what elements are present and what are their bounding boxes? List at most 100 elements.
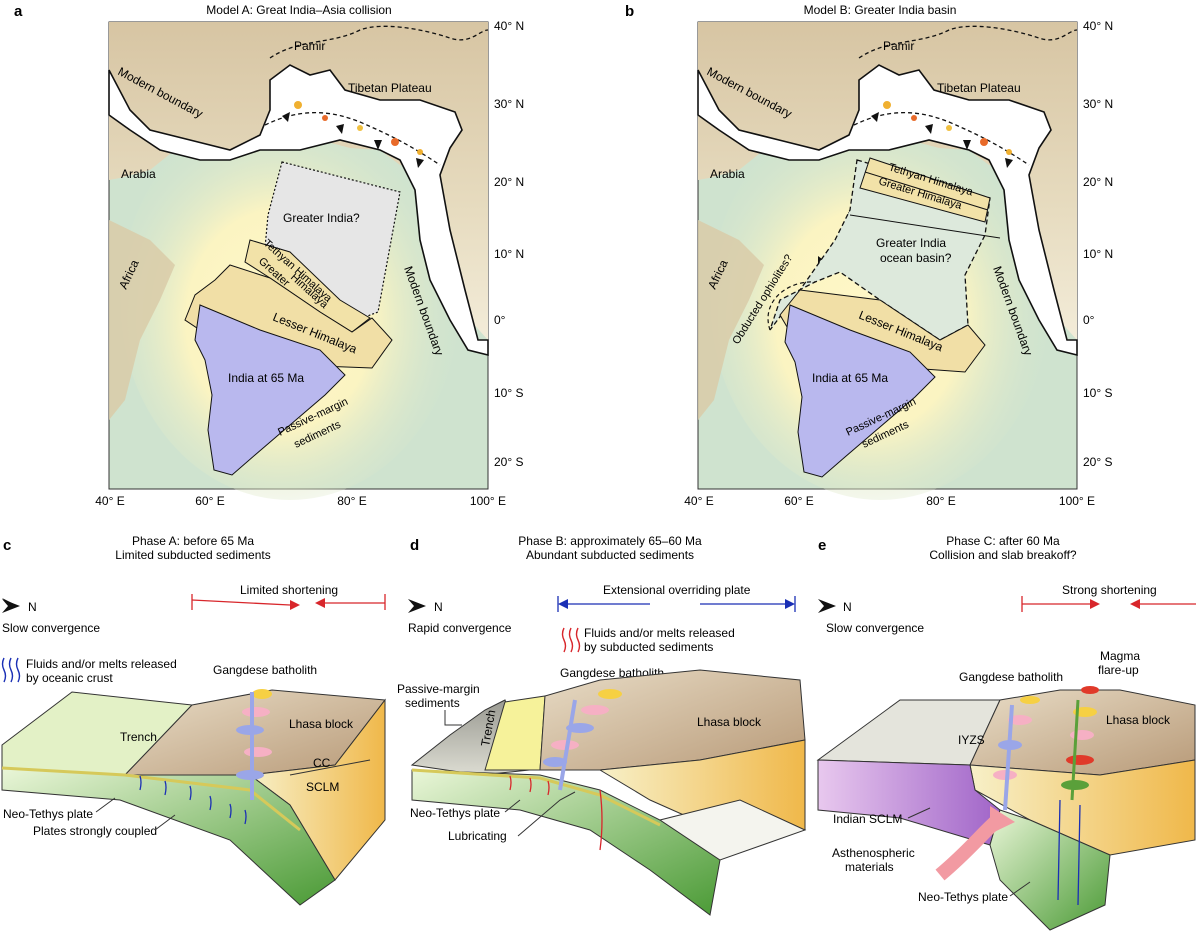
panel-d-mantle-wedge (658, 799, 807, 861)
panel-d-plate: Neo-Tethys plate (410, 806, 500, 820)
panel-e-sclm-leader (907, 807, 931, 819)
svg-text:0°: 0° (1083, 313, 1095, 327)
svg-text:40° N: 40° N (1083, 19, 1113, 33)
panel-d-sediment-layer (411, 768, 661, 827)
map-a-volcano-icons (294, 101, 423, 155)
svg-text:0°: 0° (494, 313, 506, 327)
panel-d-batholith-icon (543, 689, 622, 791)
panel-d-plate-leader (504, 799, 521, 813)
panel-c-fluids-2: by oceanic crust (26, 671, 113, 685)
panel-e-fluid-arrows (1057, 799, 1081, 906)
panel-e-shortening-arrows (1021, 596, 1196, 612)
svg-text:60° E: 60° E (195, 494, 224, 508)
panel-d-convergence: Rapid convergence (408, 621, 512, 635)
map-a-greater-india-label: Greater India? (283, 211, 360, 225)
svg-text:60° E: 60° E (784, 494, 813, 508)
map-a-africa (109, 220, 175, 420)
panel-c-plate: Neo-Tethys plate (3, 807, 93, 821)
panel-c-lhasa: Lhasa block (289, 717, 354, 731)
panel-e-shortening: Strong shortening (1062, 583, 1157, 597)
svg-text:80° E: 80° E (337, 494, 366, 508)
map-a-india-label: India at 65 Ma (228, 371, 304, 385)
panel-d-fluids-1: Fluids and/or melts released (584, 626, 735, 640)
map-a-dashed-north (269, 25, 489, 59)
panel-b-title: Model B: Greater India basin (804, 3, 957, 17)
panel-e-convergence: Slow convergence (826, 621, 924, 635)
svg-text:40° E: 40° E (95, 494, 124, 508)
panel-e-letter: e (818, 537, 826, 554)
map-b-lat-labels: 40° N 30° N 20° N 10° N 0° 10° S 20° S (1083, 19, 1113, 469)
panel-d-lubricating-leader (517, 791, 576, 837)
map-a-lat-labels: 40° N 30° N 20° N 10° N 0° 10° S 20° S (494, 19, 524, 469)
map-b-himalaya-block (859, 157, 991, 223)
panel-c-coupled: Plates strongly coupled (33, 824, 157, 838)
panel-e-asthenosphere-arrowhead (990, 806, 1015, 834)
svg-text:40° N: 40° N (494, 19, 524, 33)
map-a-india (194, 304, 346, 476)
svg-text:80° E: 80° E (926, 494, 955, 508)
map-b-africa (698, 220, 764, 420)
map-b-himalaya-divider (864, 171, 989, 211)
panel-d-fluids-icon (561, 627, 581, 653)
panel-c-cc: CC (313, 756, 331, 770)
panel-d-lubricating: Lubricating (448, 829, 507, 843)
panel-c-plate-leader (95, 797, 116, 813)
panel-c-sediment-layer (1, 766, 301, 832)
panel-b-map: b Model B: Greater India basin (625, 3, 1113, 508)
panel-c-batholith: Gangdese batholith (213, 663, 317, 677)
panel-c-title-1: Phase A: before 65 Ma (132, 534, 254, 548)
panel-d-passive-leader (444, 710, 462, 726)
map-b-suture (853, 112, 1030, 166)
panel-d-lhasa: Lhasa block (697, 715, 762, 729)
panel-c-north: N (28, 600, 37, 614)
svg-text:30° N: 30° N (1083, 97, 1113, 111)
panel-a-letter: a (14, 3, 23, 20)
panel-e-astheno-1: Asthenospheric (832, 846, 915, 860)
svg-text:20° N: 20° N (1083, 175, 1113, 189)
panel-e-lhasa-front (969, 759, 1196, 856)
svg-text:20° N: 20° N (494, 175, 524, 189)
map-a-pamir: Pamir (294, 39, 325, 53)
panel-e-north-arrow-icon (818, 599, 836, 613)
map-b-pamir: Pamir (883, 39, 914, 53)
panel-c-title-2: Limited subducted sediments (115, 548, 270, 562)
panel-c-letter: c (3, 537, 11, 554)
panel-d-north: N (434, 600, 443, 614)
panel-d-fluid-arrows (509, 775, 603, 851)
panel-e-batholith: Gangdese batholith (959, 670, 1063, 684)
panel-d-passive-2: sediments (405, 696, 460, 710)
panel-c-cc-boundary (289, 759, 371, 776)
panel-c-shortening-arrows (191, 594, 386, 610)
map-b-dashed-north (858, 25, 1078, 59)
map-a-tibet: Tibetan Plateau (348, 81, 432, 95)
panel-e-neo-tethys-slab (989, 809, 1111, 931)
map-b-india-label: India at 65 Ma (812, 371, 888, 385)
panel-d-neo-tethys-slab (411, 769, 721, 916)
panel-e-astheno-2: materials (845, 860, 894, 874)
panel-d-letter: d (410, 537, 419, 554)
panel-e-indian-sclm-label: Indian SCLM (833, 812, 902, 826)
panel-e-plate-leader (1009, 881, 1031, 897)
panel-c-phase-a: c Phase A: before 65 Ma Limited subducte… (1, 534, 386, 906)
panel-c-sclm: SCLM (306, 780, 339, 794)
map-b-basin-2: ocean basin? (880, 251, 952, 265)
panel-d-trench: Trench (478, 709, 498, 748)
panel-e-phase-c: e Phase C: after 60 Ma Collision and sla… (816, 534, 1196, 931)
panel-e-magma-icon (1061, 686, 1099, 801)
panel-e-north: N (843, 600, 852, 614)
panel-c-trench: Trench (120, 730, 157, 744)
panel-d-title-2: Abundant subducted sediments (526, 548, 694, 562)
panel-c-coupled-leader (154, 814, 176, 831)
map-b-tibet: Tibetan Plateau (937, 81, 1021, 95)
panel-d-north-arrow-icon (408, 599, 426, 613)
map-b-arabia: Arabia (710, 167, 745, 181)
svg-text:100° E: 100° E (470, 494, 506, 508)
panel-e-magma-1: Magma (1100, 649, 1140, 663)
panel-d-extension-arrows (557, 596, 796, 612)
panel-c-fluids-icon (1, 657, 21, 683)
map-a-arabia: Arabia (121, 167, 156, 181)
panel-c-fluid-arrows (139, 775, 247, 825)
map-b-india (784, 304, 936, 478)
svg-text:10° S: 10° S (1083, 386, 1112, 400)
